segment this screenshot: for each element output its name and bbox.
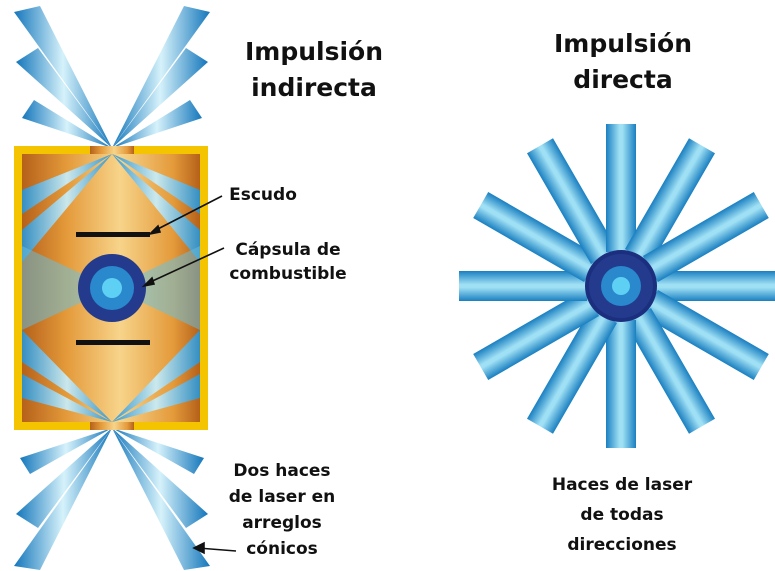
- upper-cone-right-1: [112, 6, 210, 148]
- laser-beam-6: [473, 290, 600, 380]
- indirect-title-line1: Impulsión: [244, 37, 384, 66]
- lower-cone-right-3: [112, 428, 204, 474]
- laser-beam-12: [642, 192, 769, 282]
- capsule-label-line2: combustible: [229, 264, 347, 284]
- lower-cone-left-1: [14, 428, 112, 570]
- shield-label: Escudo: [229, 185, 297, 205]
- hohlraum: [14, 146, 208, 430]
- fuel-capsule-indirect: [78, 254, 146, 322]
- cones-label: Dos haces de laser en arreglos cónicos: [208, 458, 356, 562]
- direct-title: Impulsión directa: [541, 26, 705, 98]
- lower-cone-left-3: [20, 428, 112, 474]
- direct-title-line1: Impulsión: [553, 29, 693, 58]
- direct-beams-label-line2: de todas: [580, 505, 664, 525]
- laser-beam-4: [606, 320, 636, 448]
- capsule-pointer: [145, 247, 225, 285]
- cones-label-line2: de laser en: [228, 487, 336, 507]
- inner-beams: [22, 154, 200, 422]
- laser-beam-10: [606, 124, 636, 252]
- upper-cone-left-1: [14, 6, 112, 148]
- laser-beam-11: [625, 138, 715, 265]
- indirect-title-line2: indirecta: [251, 73, 377, 102]
- upper-cone-left-2: [16, 48, 112, 148]
- laser-beam-5: [527, 307, 617, 434]
- upper-cone-right-3: [112, 100, 202, 148]
- lower-laser-cones: [14, 428, 210, 570]
- laser-beam-2: [642, 290, 769, 380]
- upper-laser-cones: [14, 6, 210, 148]
- direct-beams-label-line3: direcciones: [567, 535, 677, 555]
- indirect-title: Impulsión indirecta: [226, 34, 402, 106]
- upper-cone-right-2: [112, 48, 208, 148]
- direct-title-line2: directa: [573, 65, 673, 94]
- radial-beams: [459, 124, 775, 448]
- direct-beams-label: Haces de laser de todas direcciones: [540, 470, 704, 560]
- cones-label-line3: arreglos: [242, 513, 322, 533]
- laser-beam-3: [625, 307, 715, 434]
- fuel-capsule-direct: [585, 250, 657, 322]
- shield-bottom: [76, 340, 150, 345]
- shield-pointer: [151, 195, 223, 233]
- shield-top: [76, 232, 150, 237]
- lower-cone-right-2: [112, 428, 208, 528]
- lower-cone-right-1: [112, 428, 210, 570]
- capsule-label-line1: Cápsula de: [235, 240, 341, 260]
- upper-cone-left-3: [22, 100, 112, 148]
- laser-beam-8: [473, 192, 600, 282]
- laser-beam-7: [459, 271, 587, 301]
- capsule-label: Cápsula de combustible: [212, 238, 364, 286]
- cones-label-line4: cónicos: [246, 539, 318, 559]
- laser-beam-1: [655, 271, 775, 301]
- cones-label-line1: Dos haces: [233, 461, 331, 481]
- direct-beams-label-line1: Haces de laser: [551, 475, 693, 495]
- lower-cone-left-2: [16, 428, 112, 528]
- leader-arrows: [141, 195, 237, 555]
- laser-beam-9: [527, 138, 617, 265]
